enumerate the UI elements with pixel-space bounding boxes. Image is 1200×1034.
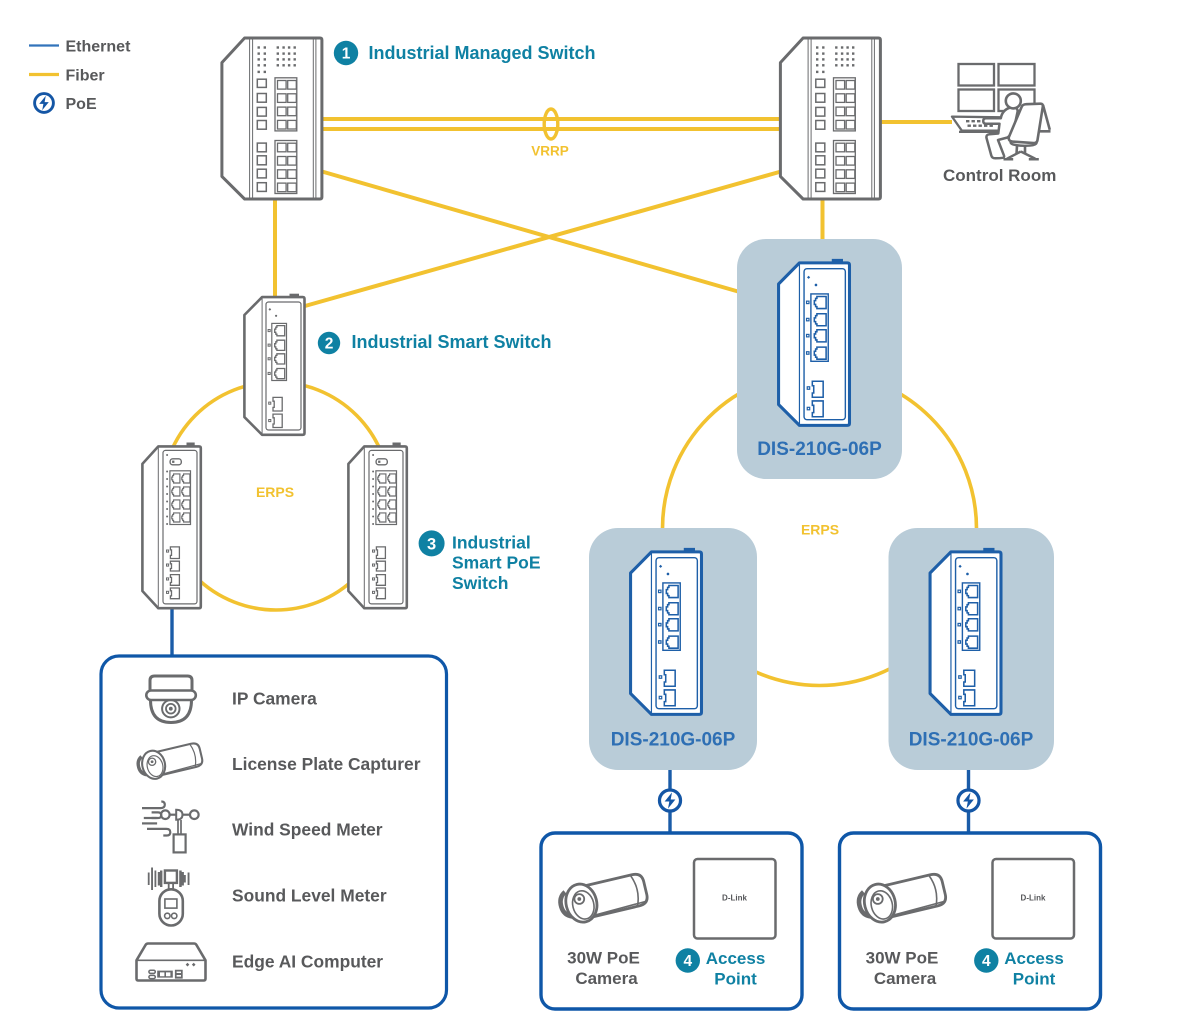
- svg-text:Smart PoE: Smart PoE: [452, 553, 541, 573]
- svg-text:ERPS: ERPS: [801, 522, 839, 538]
- svg-text:Switch: Switch: [452, 573, 508, 593]
- svg-text:30W PoE: 30W PoE: [567, 949, 640, 968]
- svg-text:DIS-210G-06P: DIS-210G-06P: [611, 730, 736, 751]
- svg-text:Industrial Managed Switch: Industrial Managed Switch: [369, 43, 596, 63]
- svg-text:Access: Access: [1004, 949, 1064, 968]
- svg-text:Ethernet: Ethernet: [66, 39, 132, 56]
- svg-text:Camera: Camera: [874, 969, 937, 988]
- svg-text:ERPS: ERPS: [256, 484, 294, 500]
- svg-text:PoE: PoE: [66, 96, 97, 113]
- svg-text:Point: Point: [714, 970, 757, 989]
- svg-text:Edge AI Computer: Edge AI Computer: [232, 952, 383, 972]
- svg-text:Industrial: Industrial: [452, 533, 531, 553]
- svg-text:D-Link: D-Link: [722, 894, 747, 903]
- svg-text:Control Room: Control Room: [943, 166, 1056, 185]
- svg-text:IP Camera: IP Camera: [232, 689, 317, 709]
- svg-text:Industrial Smart Switch: Industrial Smart Switch: [352, 332, 552, 352]
- svg-text:1: 1: [342, 46, 351, 63]
- svg-text:DIS-210G-06P: DIS-210G-06P: [757, 439, 882, 460]
- svg-text:Camera: Camera: [575, 969, 638, 988]
- svg-text:4: 4: [982, 953, 991, 970]
- svg-text:Fiber: Fiber: [66, 68, 105, 85]
- svg-text:30W PoE: 30W PoE: [866, 949, 939, 968]
- svg-text:3: 3: [427, 535, 436, 553]
- svg-text:D-Link: D-Link: [1021, 894, 1046, 903]
- svg-text:License Plate Capturer: License Plate Capturer: [232, 754, 421, 774]
- svg-text:Wind Speed Meter: Wind Speed Meter: [232, 820, 383, 840]
- svg-text:Point: Point: [1013, 970, 1056, 989]
- svg-text:Access: Access: [706, 949, 766, 968]
- svg-text:DIS-210G-06P: DIS-210G-06P: [909, 730, 1034, 751]
- svg-text:Sound Level Meter: Sound Level Meter: [232, 886, 387, 906]
- svg-text:2: 2: [325, 336, 334, 353]
- svg-text:4: 4: [683, 953, 692, 970]
- svg-text:VRRP: VRRP: [531, 144, 569, 159]
